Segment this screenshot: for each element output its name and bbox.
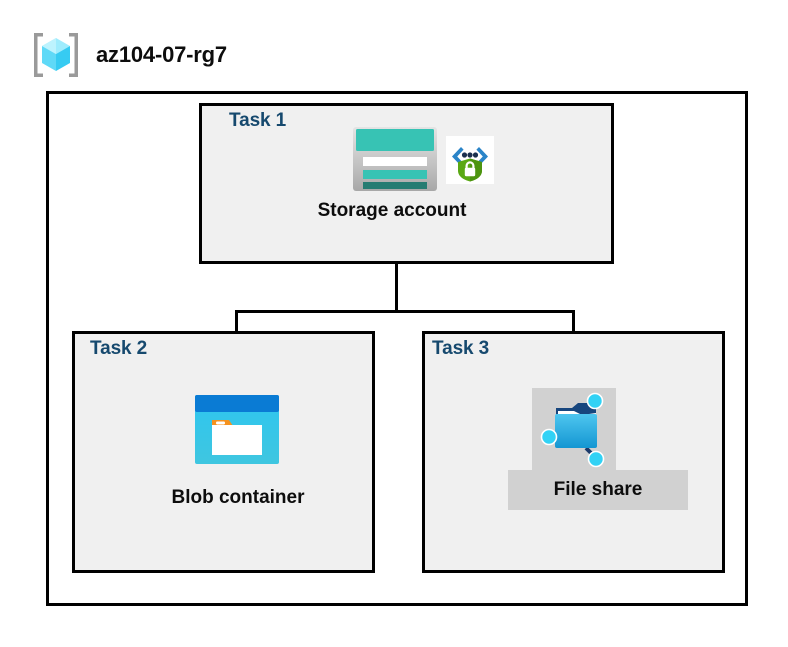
storage-account-caption: Storage account: [317, 200, 467, 221]
task-2-label: Task 2: [90, 338, 148, 359]
blob-container-caption: Blob container: [171, 487, 305, 508]
azure-blob-container-icon: [193, 393, 281, 466]
resource-group-name: az104-07-rg7: [96, 42, 227, 67]
task-3-label: Task 3: [432, 338, 490, 359]
connector-horizontal-bar: [235, 310, 575, 313]
azure-file-share-icon: [540, 392, 610, 468]
resource-group-header: az104-07-rg7: [30, 28, 430, 82]
azure-storage-account-icon: [352, 126, 438, 192]
connector-storage-to-split: [395, 264, 398, 312]
file-share-caption: File share: [508, 470, 688, 510]
task-1-label: Task 1: [229, 110, 287, 131]
azure-resource-group-icon: [30, 29, 82, 81]
private-endpoint-shield-icon: [446, 136, 494, 184]
